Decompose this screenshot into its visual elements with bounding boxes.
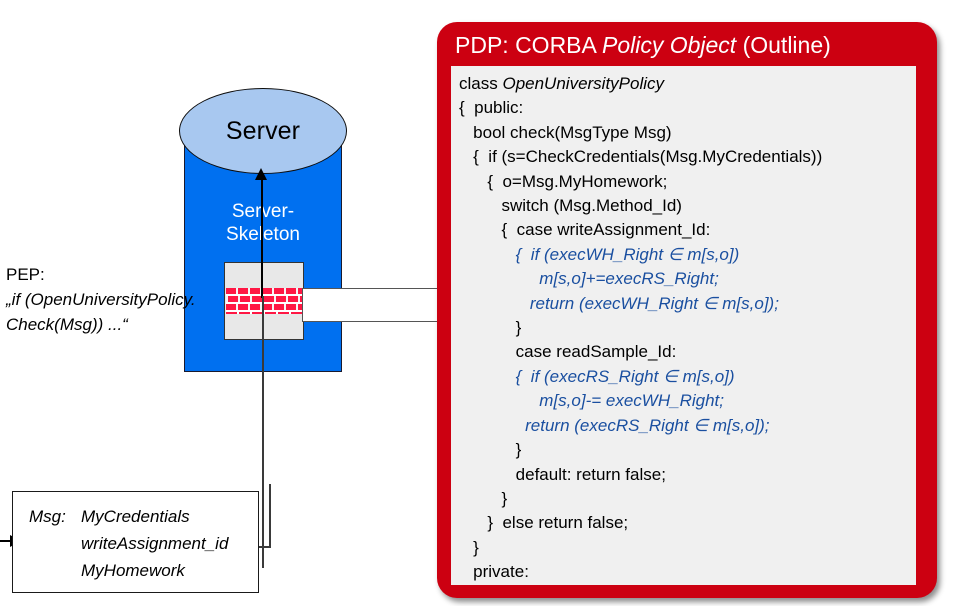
code-token-emphasis: OpenUniversityPolicy xyxy=(502,74,665,93)
message-connector-vertical xyxy=(269,484,271,547)
code-line: return (execRS_Right ∈ m[s,o]); xyxy=(459,415,770,435)
pdp-title-emphasis: Policy Object xyxy=(601,32,737,58)
code-line: { if (execRS_Right ∈ m[s,o]) xyxy=(459,366,735,386)
code-line: } xyxy=(459,537,479,557)
message-field-method: writeAssignment_id xyxy=(81,534,229,553)
pdp-code-listing: class OpenUniversityPolicy{ public: bool… xyxy=(451,66,916,585)
server-cylinder-top: Server xyxy=(179,88,347,174)
pdp-title-suffix: (Outline) xyxy=(736,32,831,58)
code-line: { o=Msg.MyHomework; xyxy=(459,171,668,191)
code-line: case readSample_Id: xyxy=(459,342,677,362)
pep-annotation: PEP: „if (OpenUniversityPolicy. Check(Ms… xyxy=(6,262,221,337)
code-line: { if (execWH_Right ∈ m[s,o]) xyxy=(459,244,740,264)
server-label: Server xyxy=(225,116,301,145)
pep-annotation-quote-line2: Check(Msg)) ...“ xyxy=(6,315,128,334)
message-riser-line xyxy=(262,296,264,568)
code-line: { public: xyxy=(459,98,524,118)
pdp-panel-title: PDP: CORBA Policy Object (Outline) xyxy=(455,30,925,60)
code-line: m[s,o]-= execWH_Right; xyxy=(459,391,724,411)
message-connector-horizontal xyxy=(248,546,271,548)
message-field-credentials: MyCredentials xyxy=(81,507,190,526)
code-line: { if (s=CheckCredentials(Msg.MyCredentia… xyxy=(459,147,823,167)
message-row: Msg: MyCredentials xyxy=(29,503,258,530)
code-line: switch (Msg.Method_Id) xyxy=(459,196,682,216)
pep-annotation-quote-line1: „if (OpenUniversityPolicy. xyxy=(6,290,196,309)
server-skeleton-label-line2: Skeleton xyxy=(184,223,342,246)
code-line: default: return false; xyxy=(459,464,666,484)
code-line: class OpenUniversityPolicy xyxy=(459,72,916,96)
message-box: Msg: MyCredentials writeAssignment_id MyH… xyxy=(12,491,259,593)
pep-annotation-title: PEP: xyxy=(6,265,45,284)
code-line: } else return false; xyxy=(459,513,629,533)
flow-arrow-to-server-head xyxy=(255,168,267,180)
incoming-message-arrow xyxy=(0,540,14,542)
server-skeleton-label: Server- Skeleton xyxy=(184,200,342,246)
code-line: } xyxy=(459,318,522,338)
code-line: { case writeAssignment_Id: xyxy=(459,220,711,240)
code-token: class xyxy=(459,74,503,93)
code-line: private: xyxy=(459,562,529,582)
code-line: } xyxy=(459,488,508,508)
message-field-object: MyHomework xyxy=(81,561,185,580)
flow-arrow-to-server xyxy=(261,175,263,298)
server-skeleton-label-line1: Server- xyxy=(184,200,342,223)
code-line: return (execWH_Right ∈ m[s,o]); xyxy=(459,293,779,313)
message-label: Msg: xyxy=(29,507,66,526)
pdp-title-prefix: PDP: CORBA xyxy=(455,32,602,58)
code-line: } xyxy=(459,440,522,460)
code-line: bool check(MsgType Msg) xyxy=(459,122,672,142)
code-line: m[s,o]+=execRS_Right; xyxy=(459,269,719,289)
brick-wall-icon xyxy=(226,288,303,314)
